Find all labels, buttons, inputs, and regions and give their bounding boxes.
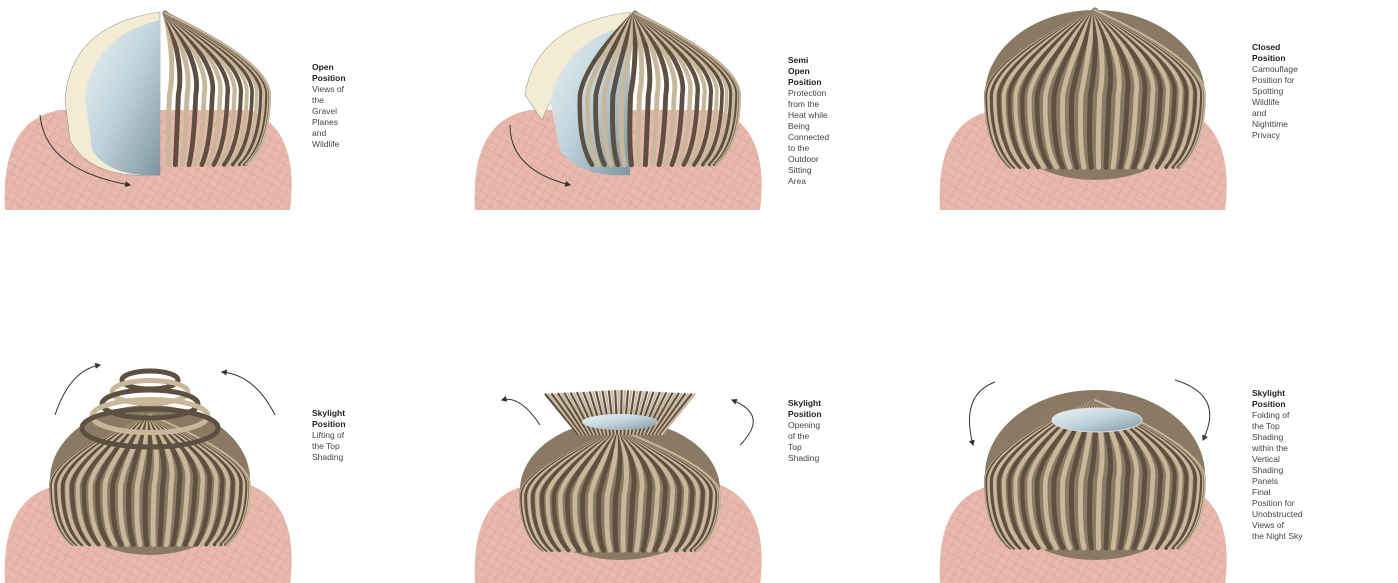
caption-skylight-open: Skylight Position Opening of the Top Sha… [788,398,822,464]
caption-line: Unobstructed Views of [1252,509,1303,531]
lift-arrow-right [222,372,275,415]
caption-line: Folding of the Top [1252,410,1303,432]
caption-line: Lifting of the Top [312,430,346,452]
caption-line: Vertical Shading Panels [1252,454,1303,487]
caption-title: Skylight Position [788,398,822,420]
caption-open-position: Open Position Views of the Gravel Planes… [312,62,346,150]
open-arrow-right [732,400,753,445]
caption-semi-open-position: Semi Open Position Protection from the H… [788,55,829,187]
caption-title: Skylight Position [1252,388,1303,410]
caption-line: Heat while Being [788,110,829,132]
caption-line: Shading within the [1252,432,1303,454]
skylight-glass [582,414,658,430]
caption-skylight-lift: Skylight Position Lifting of the Top Sha… [312,408,346,463]
lift-arrow-left [55,365,100,415]
caption-skylight-fold: Skylight Position Folding of the Top Sha… [1252,388,1303,542]
caption-line: the Night Sky [1252,531,1303,542]
dome-skylight-open-illustration [470,350,770,583]
caption-line: Final Position for [1252,487,1303,509]
dome-closed-illustration [935,0,1235,215]
caption-line: Opening of the Top [788,420,822,453]
caption-title: Open Position [312,62,346,84]
caption-title: Semi Open Position [788,55,829,88]
caption-title: Closed Position [1252,42,1298,64]
caption-line: Camouflage Position for [1252,64,1298,86]
caption-closed-position: Closed Position Camouflage Position for … [1252,42,1298,141]
caption-line: Views of the Gravel [312,84,346,117]
dome-open-illustration [0,0,300,215]
caption-line: Spotting Wildlife [1252,86,1298,108]
caption-line: Shading [788,453,822,464]
caption-line: Planes and Wildlife [312,117,346,150]
open-arrow-left [502,399,540,425]
caption-line: Shading [312,452,346,463]
caption-line: Connected to the [788,132,829,154]
caption-title: Skylight Position [312,408,346,430]
fold-arrow-left [969,382,995,445]
dome-skylight-lift-illustration [0,350,300,583]
caption-line: Outdoor Sitting Area [788,154,829,187]
skylight-glass [1052,408,1142,432]
dome-skylight-fold-illustration [935,350,1235,583]
caption-line: and Nighttime Privacy [1252,108,1298,141]
caption-line: Protection from the [788,88,829,110]
dome-semi-open-illustration [470,0,770,215]
